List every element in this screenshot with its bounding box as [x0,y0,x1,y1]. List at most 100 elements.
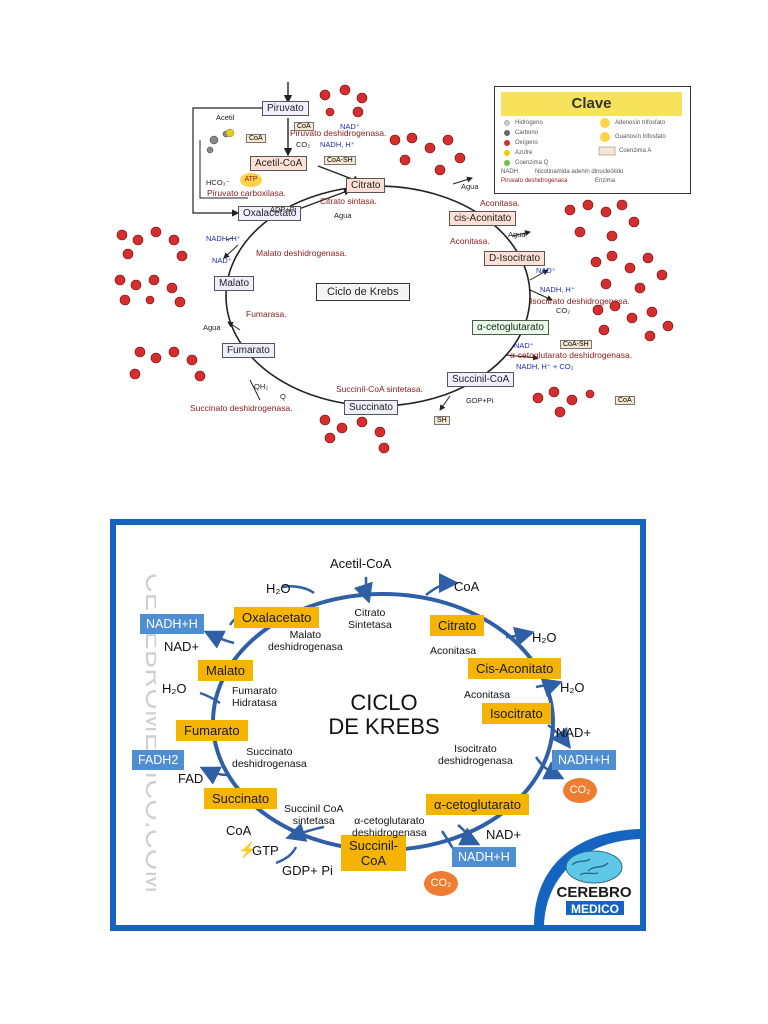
coa-box-5: CoA [615,396,635,405]
node-succinil-line-1: Succinil- [349,838,399,853]
label-hco3: HCO₃⁻ [206,178,230,187]
label-qh2: QH₂ [254,382,269,391]
coa-box-3: CoA-SH [324,156,356,165]
node-citrato: Citrato [430,615,485,636]
top-node-succinato: Succinato [344,400,398,415]
enzyme-citrato-sintetasa-1: Citrato [354,607,386,619]
label-gdp: GDP+ Pi [282,863,333,878]
label-h2o-top: H₂O [266,581,291,596]
badge-fadh2: FADH2 [132,750,185,770]
legend-item-11: Nicotinamida adenín dinucleótido [535,169,624,175]
enzyme-fumarato-1: Fumarato [232,685,277,697]
node-fumarato: Fumarato [176,720,248,741]
coa-box-6: SH [434,416,450,425]
label-coa-suc: CoA [226,823,252,838]
top-node-d-isocitrato: D-Isocitrato [484,251,546,266]
badge-nadh-alfa: NADH+H [452,847,516,867]
label-acetil-coa: Acetil-CoA [330,556,392,571]
node-succinil-line-2: CoA [360,853,387,868]
enzyme-succinil-sint: Succinil-CoA sintetasa. [336,384,423,394]
bottom-center-title: CICLO DE KREBS [314,691,454,739]
atp-burst-icon: ATP [240,173,262,187]
coa-box-4: CoA-SH [560,340,592,349]
label-fad: FAD [178,771,204,786]
top-node-piruvato: Piruvato [262,101,309,116]
molecule-alfa-ketoglutarate-icon [592,300,674,342]
label-agua-2: Agua [334,211,352,220]
legend-item-3: Oxígeno [515,140,538,146]
top-node-acetil-coa: Acetil-CoA [250,156,308,171]
legend-item-2: Carbono [515,130,539,136]
label-nad-alfa: NAD+ [486,827,522,842]
top-node-succinil-coa: Succinil-CoA [447,372,515,387]
svg-text:CEREBRO: CEREBRO [556,884,631,901]
enzyme-aconitasa-2: Aconitasa. [450,236,490,246]
label-nad-malato: NAD⁺ [212,256,232,265]
enzyme-malato-desh: Malato deshidrogenasa. [256,248,347,258]
legend-item-12: Enzima [595,178,616,184]
node-malato: Malato [198,660,254,681]
label-nadh-malato: NADH, H⁺ [206,234,241,243]
enzyme-aconitasa-1: Aconitasa. [480,198,520,208]
molecule-pyruvate-icon [319,84,368,118]
cerebro-medico-logo: CEREBRO MEDICO [528,825,640,925]
enzyme-malato-2: deshidrogenasa [268,641,343,653]
label-nad-iso: NAD⁺ [536,266,556,275]
label-acetil: Acetil [216,113,235,122]
enzyme-alfa-2: deshidrogenasa [352,827,427,839]
label-h2o-cis: H₂O [560,680,585,695]
molecule-malate-icon [114,274,186,308]
enzyme-aconitasa-1: Aconitasa [430,645,477,657]
molecule-drawings [114,84,674,454]
legend-item-5: Coenzima Q [515,160,549,166]
enzyme-succinil-sintetasa: Succinil CoA sintetasa [284,803,344,827]
label-nadh-top: NADH, H⁺ [320,140,355,149]
badge-nadh-iso: NADH+H [552,750,616,770]
lightning-icon: ⚡ [238,842,257,859]
svg-text:MEDICO: MEDICO [571,902,619,916]
enzyme-alfa-desh: α-cetoglutarato deshidrogenasa [352,815,427,839]
label-gtp: GTP [252,843,279,858]
node-succinil-coa: Succinil- CoA [341,835,407,871]
title-line-2: DE KREBS [328,714,440,739]
legend-item-1: Hidrógeno [515,120,543,126]
enzyme-fumarato-2: Hidratasa [232,697,277,709]
enzyme-isocitrato-2: deshidrogenasa [438,755,513,767]
enzyme-fumarato-hidratasa: Fumarato Hidratasa [232,685,277,709]
badge-co2-iso: CO₂ [563,778,597,803]
top-node-cis-aconitato: cis-Aconitato [449,211,517,226]
sulfur-atom-icon [225,128,235,138]
coa-box-2: CoA [294,122,314,131]
enzyme-citrato-sintetasa: Citrato Sintetasa [348,607,392,631]
legend-item-6: NADH [501,169,519,175]
label-nadh-co2: NADH, H⁺ + CO₂ [516,362,574,371]
enzyme-malato-desh: Malato deshidrogenasa [268,629,343,653]
enzyme-succinato-1: Succinato [246,746,293,758]
svg-text:CEREBROMEDICO.COM: CEREBROMEDICO.COM [140,573,156,894]
top-node-fumarato: Fumarato [222,343,275,358]
label-agua-4: Agua [203,323,221,332]
legend-item-10: Coenzima A [619,148,652,154]
enzyme-isocitrato-1: Isocitrato [454,743,497,755]
enzyme-piruvato-carb: Piruvato carboxilasa. [207,188,286,198]
badge-co2-alfa: CO₂ [424,871,458,896]
enzyme-alfa-desh: α-cetoglutarato deshidrogenasa. [510,350,633,360]
label-agua-1: Agua [461,182,479,191]
molecule-succinyl-coa-icon [532,386,595,418]
label-h2o-fum: H₂O [162,681,187,696]
logo-graphic: CEREBRO MEDICO [534,829,640,925]
label-coa-top: CoA [454,579,480,594]
top-node-alfa-cetoglutarato: α-cetoglutarato [472,320,549,335]
molecule-oxaloacetate-icon [116,226,188,262]
legend-item-9: Guanosín trifosfato [615,134,666,140]
label-nad-top: NAD⁺ [340,122,360,131]
label-q: Q [280,392,286,401]
label-nad-mal: NAD+ [164,639,200,654]
enzyme-piruvato-desh: Piruvato deshidrogenasa. [290,128,387,138]
molecule-cis-aconitate-icon [564,199,640,242]
node-oxalacetato: Oxalacetato [234,607,320,628]
enzyme-malato-1: Malato [289,629,322,641]
enzyme-succinil-2: sintetasa [292,815,335,827]
enzyme-citrato-sintasa: Citrato sintasa. [320,196,377,206]
legend-clave: Clave Hidrógeno Carbono Oxígeno Azufre C… [494,86,691,194]
